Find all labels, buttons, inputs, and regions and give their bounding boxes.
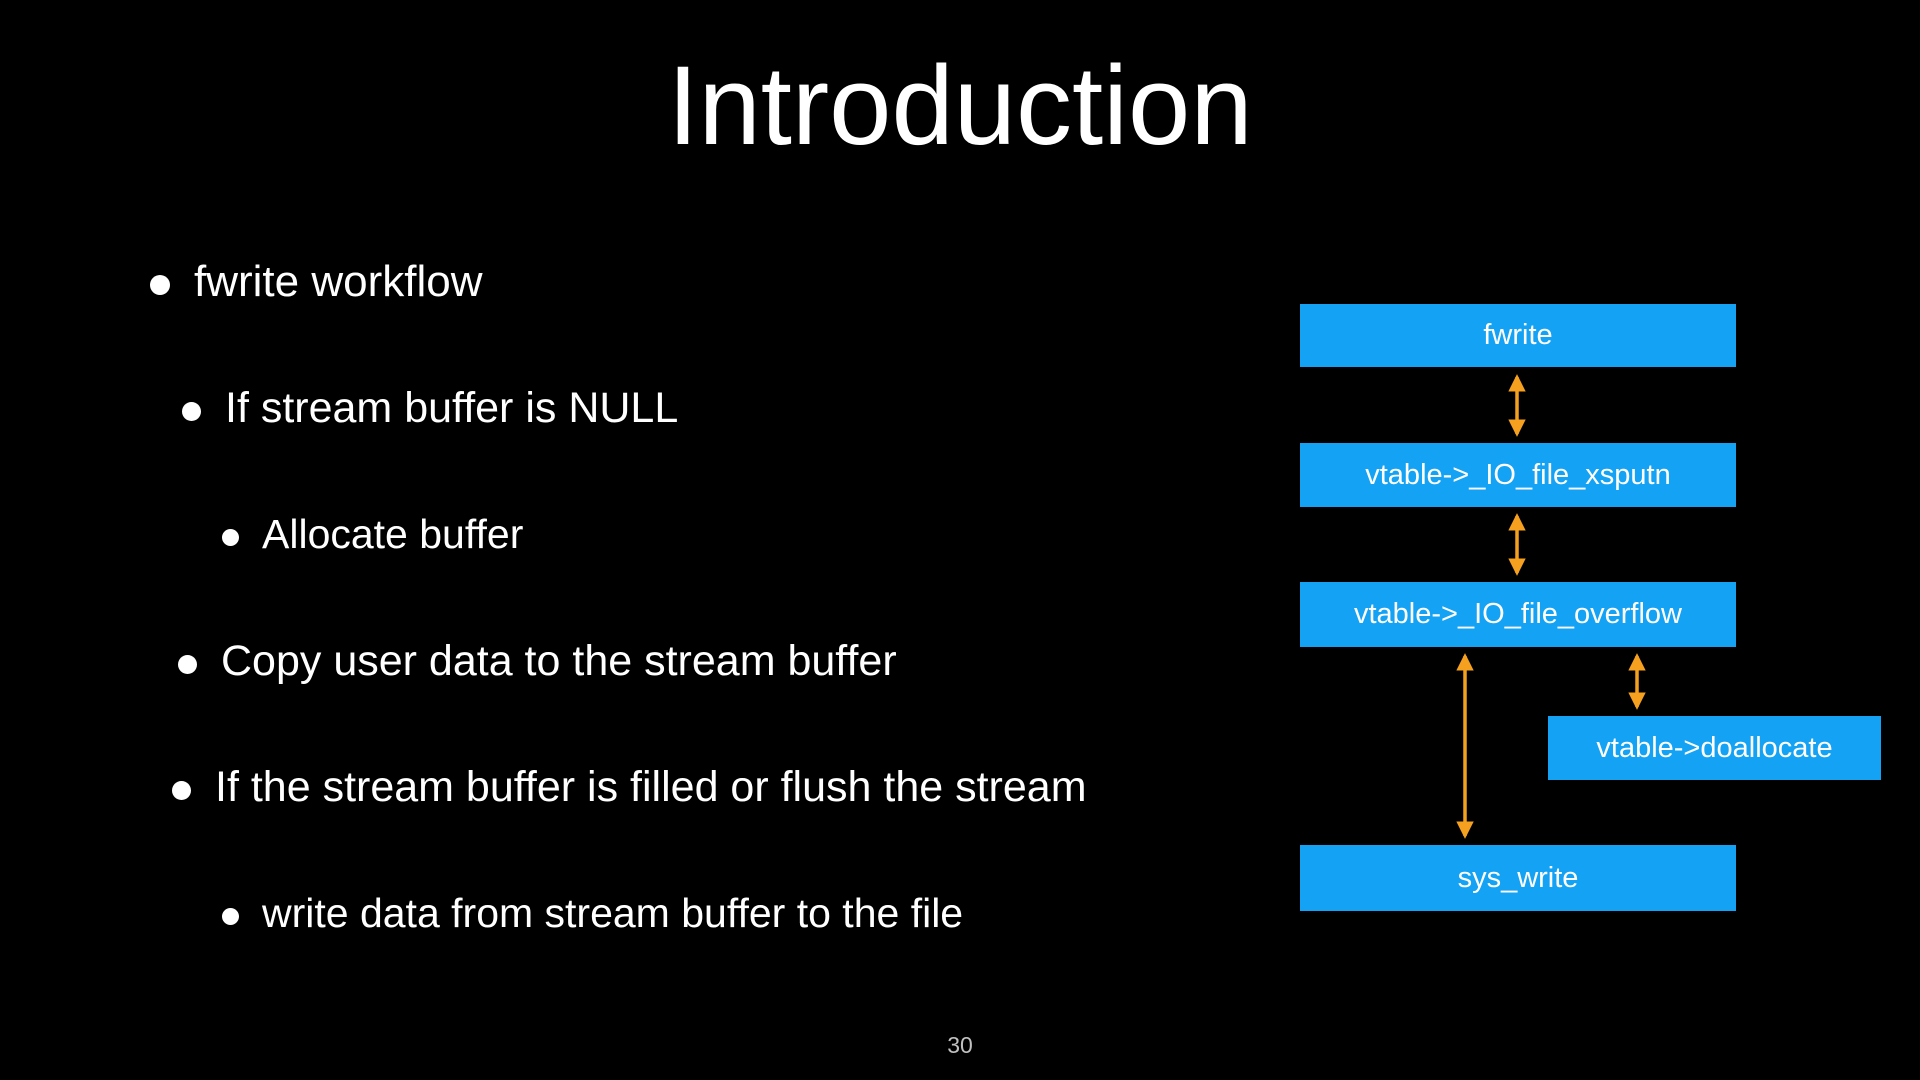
bullet-item: fwrite workflow [150,252,483,312]
diagram-node-xsputn: vtable->_IO_file_xsputn [1300,443,1736,507]
diagram-node-overflow: vtable->_IO_file_overflow [1300,582,1736,647]
diagram-node-doallocate: vtable->doallocate [1548,716,1881,780]
bullet-dot [222,907,239,925]
bullet-text: Allocate buffer [262,511,524,557]
page-number: 30 [947,1032,973,1058]
bullet-item: If stream buffer is NULL [182,378,678,438]
bullet-item: Allocate buffer [222,504,523,564]
bullet-text: If the stream buffer is filled or flush … [215,763,1087,811]
bullet-dot [150,275,170,295]
bullet-text: write data from stream buffer to the fil… [262,890,964,936]
bullet-item: Copy user data to the stream buffer [178,631,897,691]
bullet-text: If stream buffer is NULL [225,384,679,432]
diagram-node-fwrite: fwrite [1300,304,1736,367]
bullet-text: Copy user data to the stream buffer [221,637,897,685]
bullet-dot [172,780,191,800]
diagram-node-sys-write: sys_write [1300,845,1736,911]
bullet-text: fwrite workflow [194,257,483,306]
bullet-item: If the stream buffer is filled or flush … [172,757,1087,817]
bullet-item: write data from stream buffer to the fil… [222,883,963,943]
bullet-dot [182,401,201,421]
bullet-dot [178,654,197,674]
slide-title: Introduction [667,43,1253,168]
bullet-dot [222,528,239,546]
